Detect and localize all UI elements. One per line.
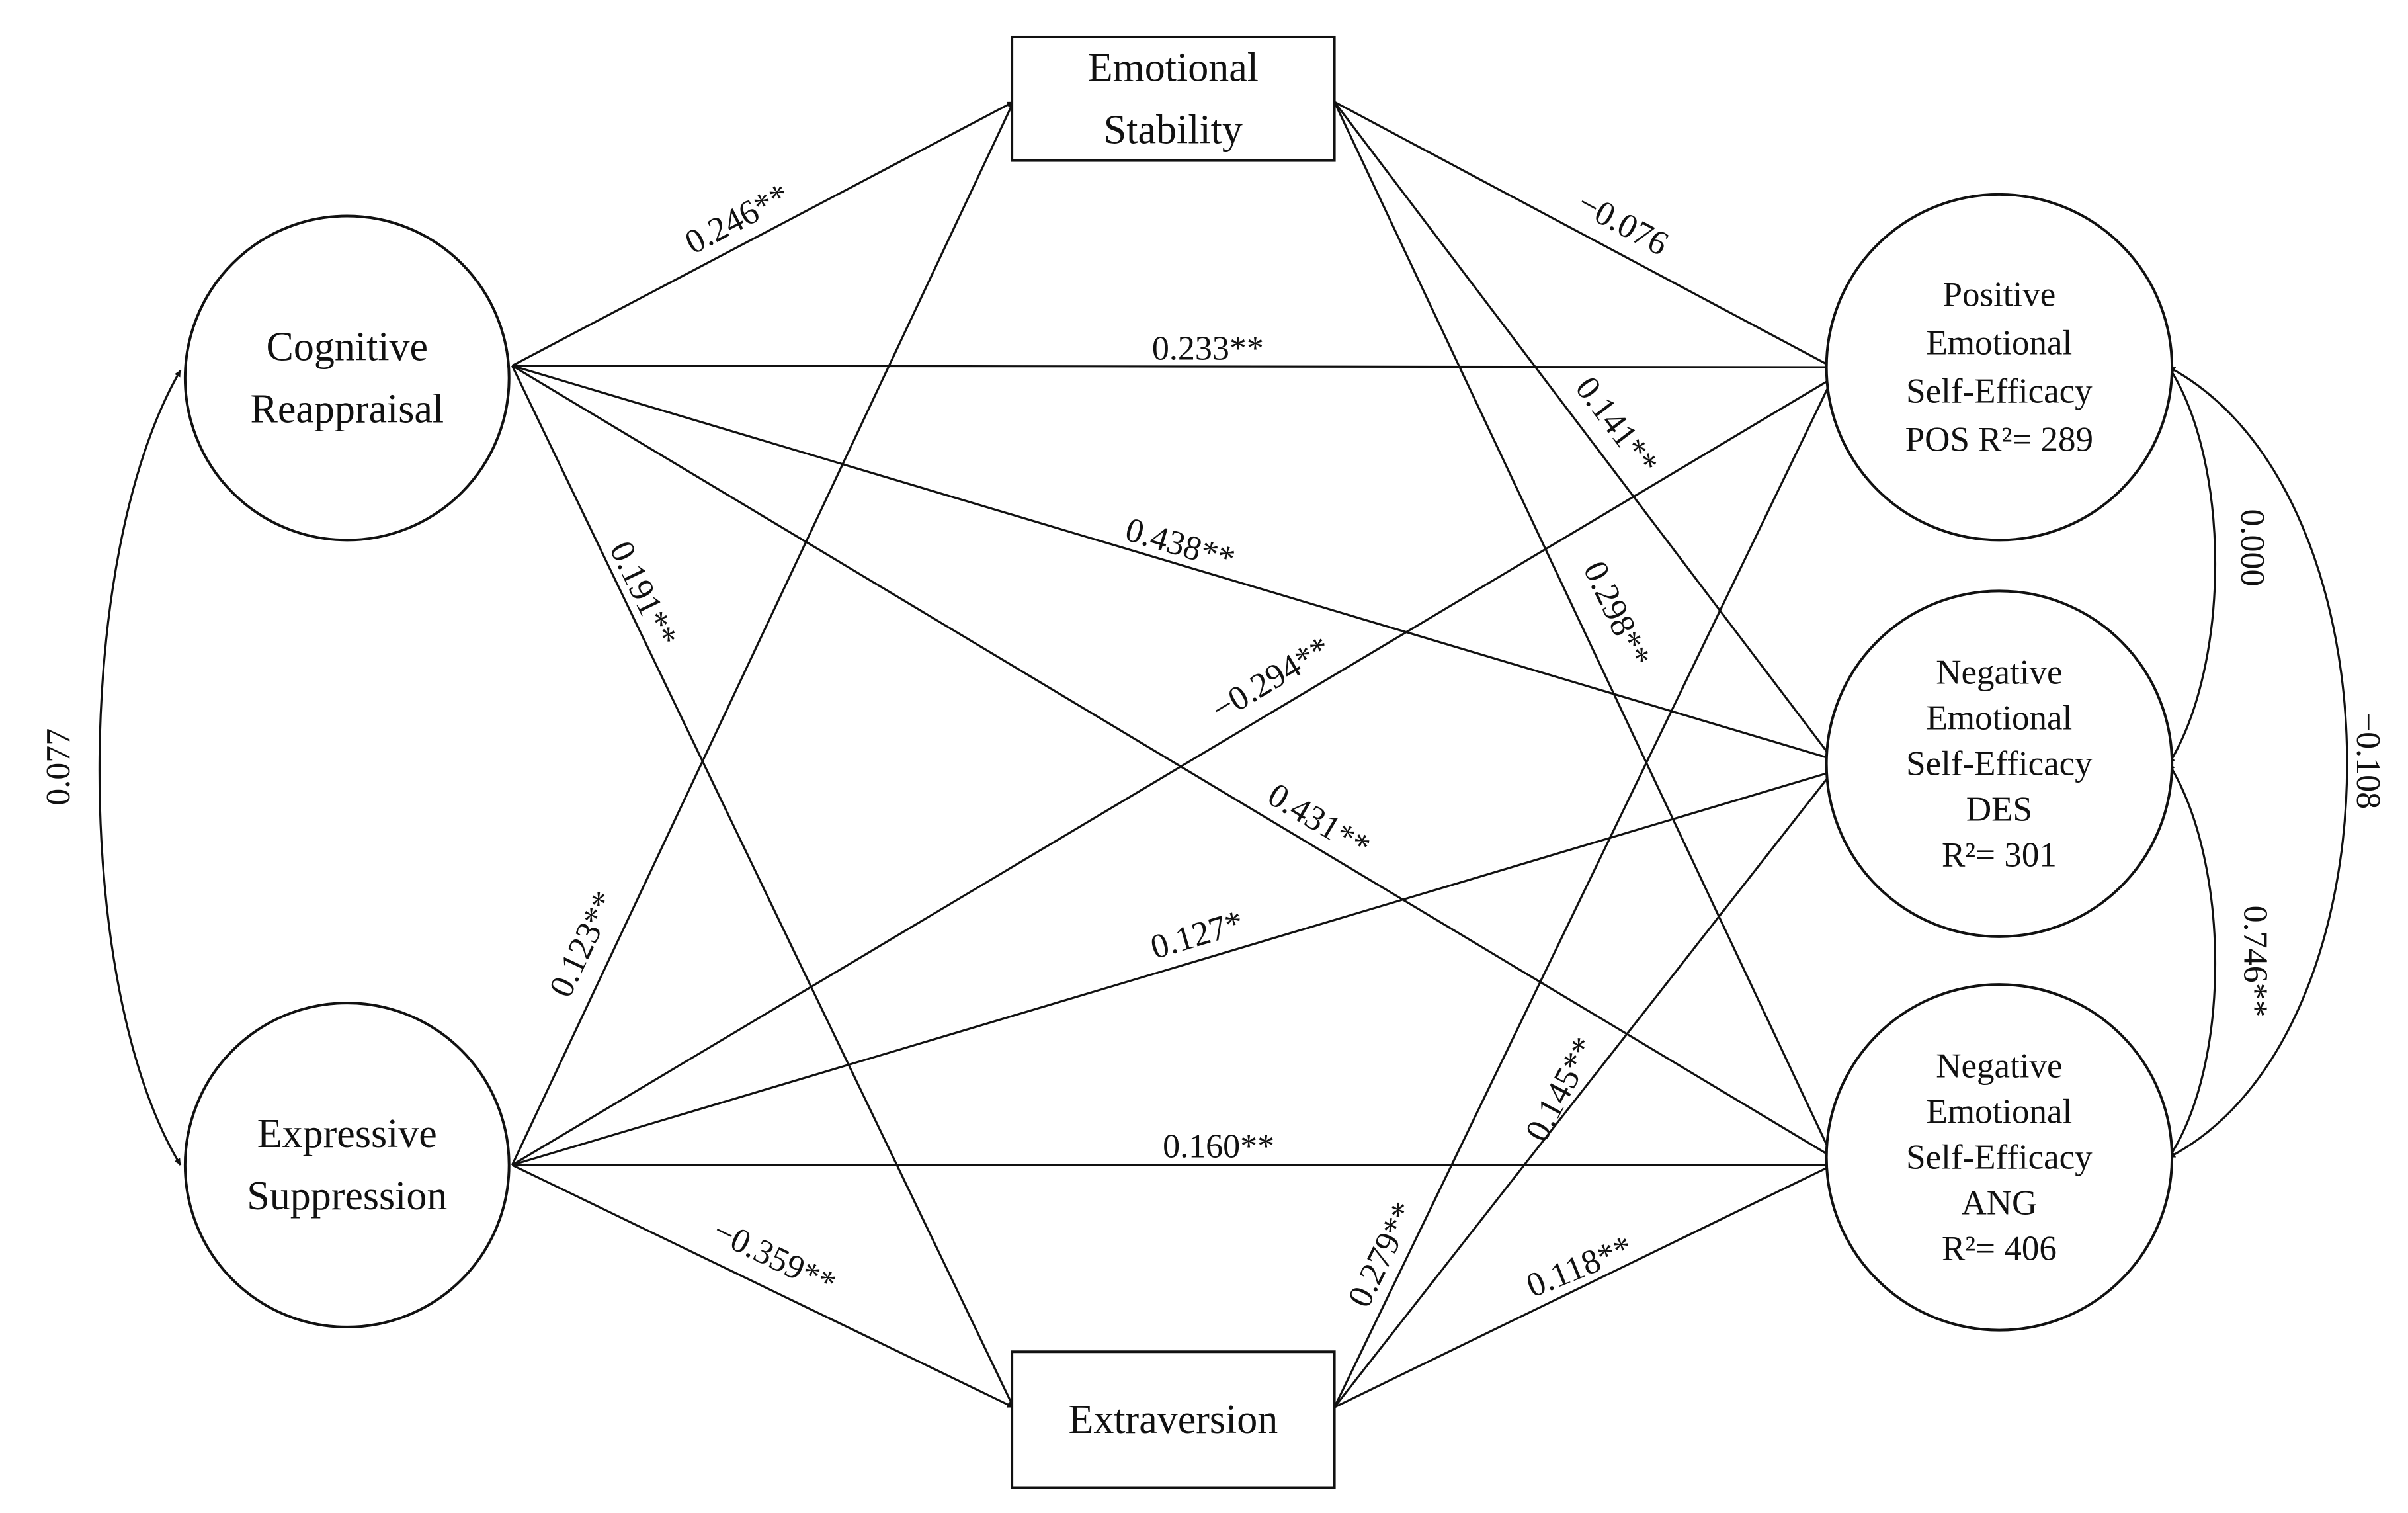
path-coefficient-extraversion-to-ang: 0.118** xyxy=(1521,1229,1638,1305)
path-arrow-cognitive-reappraisal-to-extraversion xyxy=(511,365,1015,1408)
emotional-stability-label-line-1: Emotional xyxy=(1088,45,1259,90)
path-coefficient-emotional-stability-to-pos: −0.076 xyxy=(1571,185,1675,263)
path-coefficient-cognitive-reappraisal-to-ang: 0.431** xyxy=(1261,776,1376,866)
path-arrow-extraversion-to-pos xyxy=(1333,377,1834,1408)
node-extraversion: Extraversion xyxy=(1011,1350,1336,1489)
path-arrow-cognitive-reappraisal-to-emotional-stability xyxy=(511,101,1015,367)
des-label-line-5: R²= 301 xyxy=(1942,836,2057,875)
ang-label-line-5: R²= 406 xyxy=(1942,1229,2057,1268)
path-coefficient-cognitive-reappraisal-to-extraversion: 0.191** xyxy=(602,536,685,653)
correlation-arc-pos-des xyxy=(2168,367,2217,765)
pos-label-line-1: Positive xyxy=(1942,276,2055,314)
path-arrow-cognitive-reappraisal-to-pos xyxy=(512,364,1833,371)
ang-label-line-2: Emotional xyxy=(1926,1092,2072,1131)
path-arrow-cognitive-reappraisal-to-ang xyxy=(511,365,1833,1158)
expressive-suppression-label-line-1: Expressive xyxy=(257,1111,437,1156)
cognitive-reappraisal-label-line-2: Reappraisal xyxy=(250,386,444,431)
expressive-suppression-circle xyxy=(183,1002,511,1328)
ang-label-line-3: Self-Efficacy xyxy=(1906,1138,2093,1176)
extraversion-label-line-1: Extraversion xyxy=(1068,1397,1278,1442)
ang-label-line-4: ANG xyxy=(1961,1184,2037,1222)
pos-label-line-3: Self-Efficacy xyxy=(1906,372,2093,411)
path-coefficient-extraversion-to-des: 0.145** xyxy=(1518,1031,1604,1148)
extraversion-box xyxy=(1011,1350,1336,1489)
correlation-coefficient-pos-ang: −0.108 xyxy=(2349,713,2387,809)
path-arrow-emotional-stability-to-ang xyxy=(1333,101,1834,1158)
path-coefficient-cognitive-reappraisal-to-pos: 0.233** xyxy=(1152,330,1264,368)
path-arrow-extraversion-to-des xyxy=(1333,771,1834,1408)
cognitive-reappraisal-label-line-1: Cognitive xyxy=(267,324,429,369)
correlation-arc-pos-ang xyxy=(2168,366,2348,1158)
pos-label-line-4: POS R²= 289 xyxy=(1905,421,2093,459)
path-coefficient-emotional-stability-to-des: 0.141** xyxy=(1568,370,1666,482)
path-coefficient-expressive-suppression-to-ang: 0.160** xyxy=(1163,1128,1274,1166)
path-coefficient-extraversion-to-pos: 0.279** xyxy=(1341,1196,1423,1313)
emotional-stability-label-line-2: Stability xyxy=(1104,107,1243,152)
des-label-line-2: Emotional xyxy=(1926,699,2072,738)
emotional-stability-box xyxy=(1011,35,1336,162)
path-coefficient-expressive-suppression-to-des: 0.127* xyxy=(1146,904,1247,967)
correlation-arc-des-ang xyxy=(2168,763,2217,1158)
pos-label-line-2: Emotional xyxy=(1926,324,2072,363)
path-arrow-extraversion-to-ang xyxy=(1333,1164,1833,1408)
des-label-line-1: Negative xyxy=(1936,654,2062,692)
path-arrow-expressive-suppression-to-pos xyxy=(511,377,1833,1166)
path-arrow-expressive-suppression-to-des xyxy=(511,770,1833,1166)
path-coefficient-emotional-stability-to-ang: 0.298** xyxy=(1576,556,1658,673)
path-coefficient-cognitive-reappraisal-to-emotional-stability: 0.246** xyxy=(679,177,796,262)
path-coefficient-expressive-suppression-to-extraversion: −0.359** xyxy=(707,1212,841,1303)
path-arrow-expressive-suppression-to-extraversion xyxy=(511,1164,1015,1408)
correlation-coefficient-cognitive-reappraisal-expressive-suppression: 0.077 xyxy=(40,728,77,806)
correlation-arc-cognitive-reappraisal-expressive-suppression xyxy=(98,369,182,1166)
expressive-suppression-label-line-2: Suppression xyxy=(247,1174,447,1219)
path-arrow-emotional-stability-to-pos xyxy=(1333,101,1833,368)
correlation-coefficient-des-ang: 0.746** xyxy=(2237,906,2274,1017)
path-arrow-expressive-suppression-to-emotional-stability xyxy=(511,101,1015,1166)
des-circle xyxy=(1825,589,2174,938)
correlation-coefficient-pos-des: 0.000 xyxy=(2233,509,2271,587)
nodes-layer: CognitiveReappraisalExpressiveSuppressio… xyxy=(183,35,2174,1489)
des-label-line-3: Self-Efficacy xyxy=(1906,745,2093,783)
path-coefficient-cognitive-reappraisal-to-des: 0.438** xyxy=(1121,511,1239,579)
path-coefficient-expressive-suppression-to-emotional-stability: 0.123** xyxy=(542,886,624,1003)
cognitive-reappraisal-circle xyxy=(183,214,511,542)
path-arrow-emotional-stability-to-des xyxy=(1333,101,1834,760)
pos-circle xyxy=(1825,193,2174,542)
des-label-line-4: DES xyxy=(1966,791,2032,829)
path-arrow-cognitive-reappraisal-to-des xyxy=(511,365,1833,761)
ang-circle xyxy=(1825,983,2174,1332)
edges-layer xyxy=(98,101,2348,1408)
ang-label-line-1: Negative xyxy=(1936,1047,2062,1085)
